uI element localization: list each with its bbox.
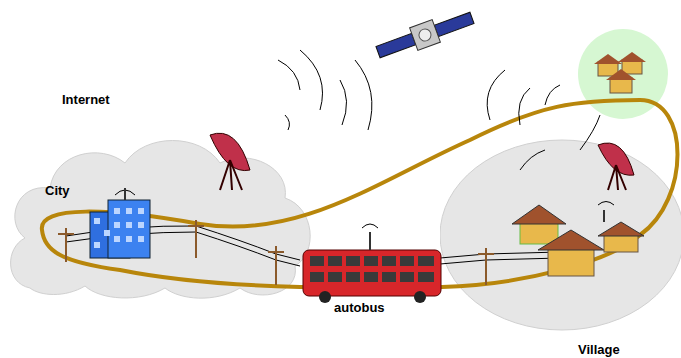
area-label: Internet [62,92,110,107]
hamlet-area [578,29,668,119]
village-area: Village [440,138,681,358]
vehicle-label: autobus [334,300,385,315]
area-label: Village [578,342,620,357]
node-outline [440,138,681,358]
cloud-area: InternetCity [0,88,320,303]
satellite [374,7,476,64]
bus [303,224,441,303]
area-label: City [45,183,70,198]
